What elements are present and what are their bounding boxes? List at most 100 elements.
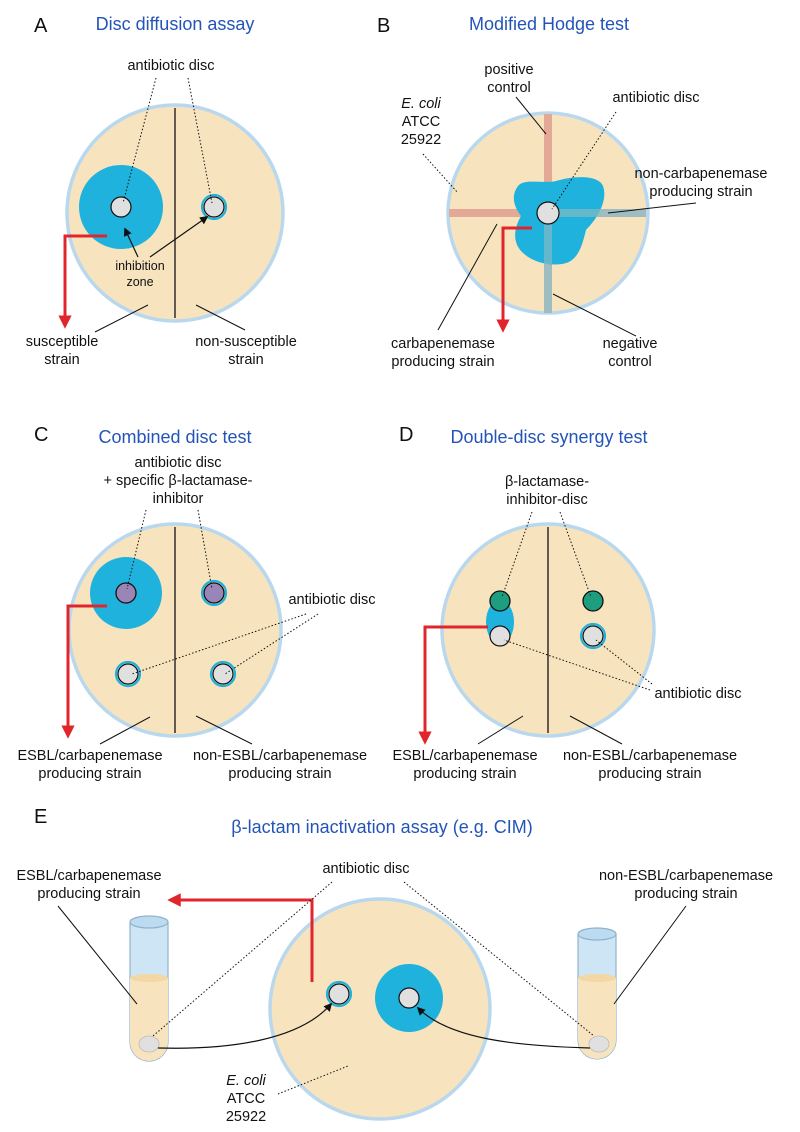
panel-d-non-esbl-leader (569, 715, 623, 745)
panel-d-red-arrow (418, 625, 488, 745)
panel-d-inhibitor-disc-right (582, 590, 604, 612)
panel-d-esbl-label-1: ESBL/carbapenemase (392, 748, 537, 764)
panel-b-carbapenemase-leader (437, 223, 498, 331)
panel-b-antibiotic-disc (536, 201, 560, 225)
panel-d-title: Double-disc synergy test (450, 427, 647, 447)
panel-c-inhibitor-leader-2 (197, 509, 213, 590)
panel-d-inhibitor-label-1: β-lactamase- (505, 474, 589, 490)
panel-d-inhibitor-disc-left (489, 590, 511, 612)
panel-e-ecoli-label-2: ATCC (227, 1091, 265, 1107)
panel-e-antibiotic-disc-left (328, 983, 350, 1005)
panel-e-letter: E (34, 806, 47, 828)
panel-a-susceptible-label-1: susceptible (26, 334, 99, 350)
panel-e-antibiotic-disc-right (398, 987, 420, 1009)
panel-a-antibiotic-disc-label: antibiotic disc (127, 58, 214, 74)
panel-d-antibiotic-disc-label: antibiotic disc (654, 686, 741, 702)
panel-e-transfer-arrow-left (157, 1002, 333, 1049)
panel-b-letter: B (377, 15, 390, 37)
panel-d-non-esbl-label-1: non-ESBL/carbapenemase (563, 748, 737, 764)
panel-c-esbl-label-1: ESBL/carbapenemase (17, 748, 162, 764)
panel-e-title: β-lactam inactivation assay (e.g. CIM) (231, 817, 532, 837)
panel-c-non-esbl-leader (195, 715, 253, 745)
panel-c-esbl-leader (99, 716, 151, 745)
panel-b-negative-control-leader (552, 293, 637, 337)
panel-b-carbapenemase-label-1: carbapenemase (391, 336, 495, 352)
panel-e-non-esbl-tube (577, 927, 617, 1060)
panel-a-title: Disc diffusion assay (96, 14, 255, 34)
panel-b-non-carbapenemase-leader (607, 202, 697, 214)
panel-c-esbl-label-2: producing strain (38, 766, 141, 782)
panel-c-red-arrow (61, 604, 107, 739)
panel-b-negative-control-label-1: negative (603, 336, 658, 352)
panel-b-carbapenemase-label-2: producing strain (391, 354, 494, 370)
panel-d-antibiotic-leader-1 (503, 639, 651, 691)
panel-d-inhibitor-leader-2 (559, 511, 592, 598)
panel-d-letter: D (399, 424, 413, 446)
panel-d-antibiotic-disc-right (582, 625, 604, 647)
panel-e-esbl-leader (57, 905, 138, 1005)
panel-d-non-esbl-label-2: producing strain (598, 766, 701, 782)
panel-c-title: Combined disc test (98, 427, 251, 447)
panel-a-zone-label-2: zone (126, 275, 153, 289)
panel-b-positive-control-leader (515, 96, 547, 135)
panel-a-antibiotic-disc-right (203, 196, 225, 218)
panel-c-non-esbl-label-2: producing strain (228, 766, 331, 782)
panel-c-inhibitor-disc-left (115, 582, 137, 604)
panel-b: B Modified Hodge test positive control a… (377, 14, 768, 370)
panel-b-ecoli-label-1: E. coli (401, 96, 441, 112)
panel-e-antibiotic-leader-1 (152, 881, 333, 1037)
panel-a-susceptible-leader (94, 304, 149, 333)
panel-c-inhibitor-label-1: antibiotic disc (134, 455, 221, 471)
panel-e-esbl-tube (129, 915, 169, 1062)
panel-c-inhibitor-label-3: inhibitor (153, 491, 204, 507)
panel-a-antibiotic-disc-left (110, 196, 132, 218)
panel-a-zone-arrow-left (124, 227, 139, 258)
panel-e-non-esbl-leader (613, 905, 687, 1005)
panel-a-zone-label-1: inhibition (115, 259, 164, 273)
panel-b-ecoli-label-2: ATCC (402, 114, 440, 130)
panel-e-non-esbl-label-2: producing strain (634, 886, 737, 902)
panel-c-antibiotic-leader-2 (224, 613, 319, 675)
panel-d-inhibitor-label-2: inhibitor-disc (506, 492, 587, 508)
panel-a-zone-arrow-right (149, 216, 209, 258)
panel-b-title: Modified Hodge test (469, 14, 629, 34)
panel-a-agar-plate (65, 103, 285, 323)
panel-a: A Disc diffusion assay antibiotic disc i… (26, 14, 297, 368)
panel-c-antibiotic-disc-label: antibiotic disc (288, 592, 375, 608)
panel-e-ecoli-label-3: 25922 (226, 1109, 266, 1125)
panel-e-esbl-label-2: producing strain (37, 886, 140, 902)
panel-d-esbl-label-2: producing strain (413, 766, 516, 782)
panel-b-positive-control-streak (544, 114, 552, 212)
panel-b-positive-control-label-2: control (487, 80, 531, 96)
panel-e-esbl-label-1: ESBL/carbapenemase (16, 868, 161, 884)
panel-b-non-carbapenemase-label-1: non-carbapenemase (634, 166, 767, 182)
panel-e-transfer-arrow-right (416, 1006, 591, 1049)
panel-b-non-carbapenemase-label-2: producing strain (649, 184, 752, 200)
panel-e: E β-lactam inactivation assay (e.g. CIM) (16, 806, 773, 1125)
panel-b-carbapenemase-streak (449, 209, 545, 217)
panel-a-non-susceptible-leader (195, 304, 246, 331)
panel-c-antibiotic-leader-1 (131, 613, 307, 675)
panel-b-negative-control-label-2: control (608, 354, 652, 370)
panel-d-esbl-leader (477, 715, 524, 745)
panel-e-non-esbl-label-1: non-ESBL/carbapenemase (599, 868, 773, 884)
panel-a-disc-leader-2 (187, 77, 213, 204)
panel-c-antibiotic-disc-left (117, 663, 139, 685)
panel-a-non-susceptible-label-2: strain (228, 352, 263, 368)
panel-b-positive-control-label-1: positive (484, 62, 533, 78)
panel-c-letter: C (34, 424, 48, 446)
panel-c-inhibitor-leader-1 (126, 509, 147, 590)
panel-a-letter: A (34, 15, 48, 37)
panel-b-red-arrow (496, 226, 532, 333)
panel-a-disc-leader-1 (122, 77, 157, 204)
panel-c: C Combined disc test antibiotic disc + s… (17, 424, 375, 782)
panel-c-non-esbl-label-1: non-ESBL/carbapenemase (193, 748, 367, 764)
panel-e-antibiotic-disc-label: antibiotic disc (322, 861, 409, 877)
panel-e-ecoli-label-1: E. coli (226, 1073, 266, 1089)
panel-a-non-susceptible-label-1: non-susceptible (195, 334, 297, 350)
panel-e-red-arrow (167, 893, 314, 982)
panel-d-inhibitor-leader-1 (501, 511, 533, 598)
panel-d: D Double-disc synergy test β-lactamase- … (392, 424, 741, 782)
panel-c-antibiotic-disc-right (212, 663, 234, 685)
